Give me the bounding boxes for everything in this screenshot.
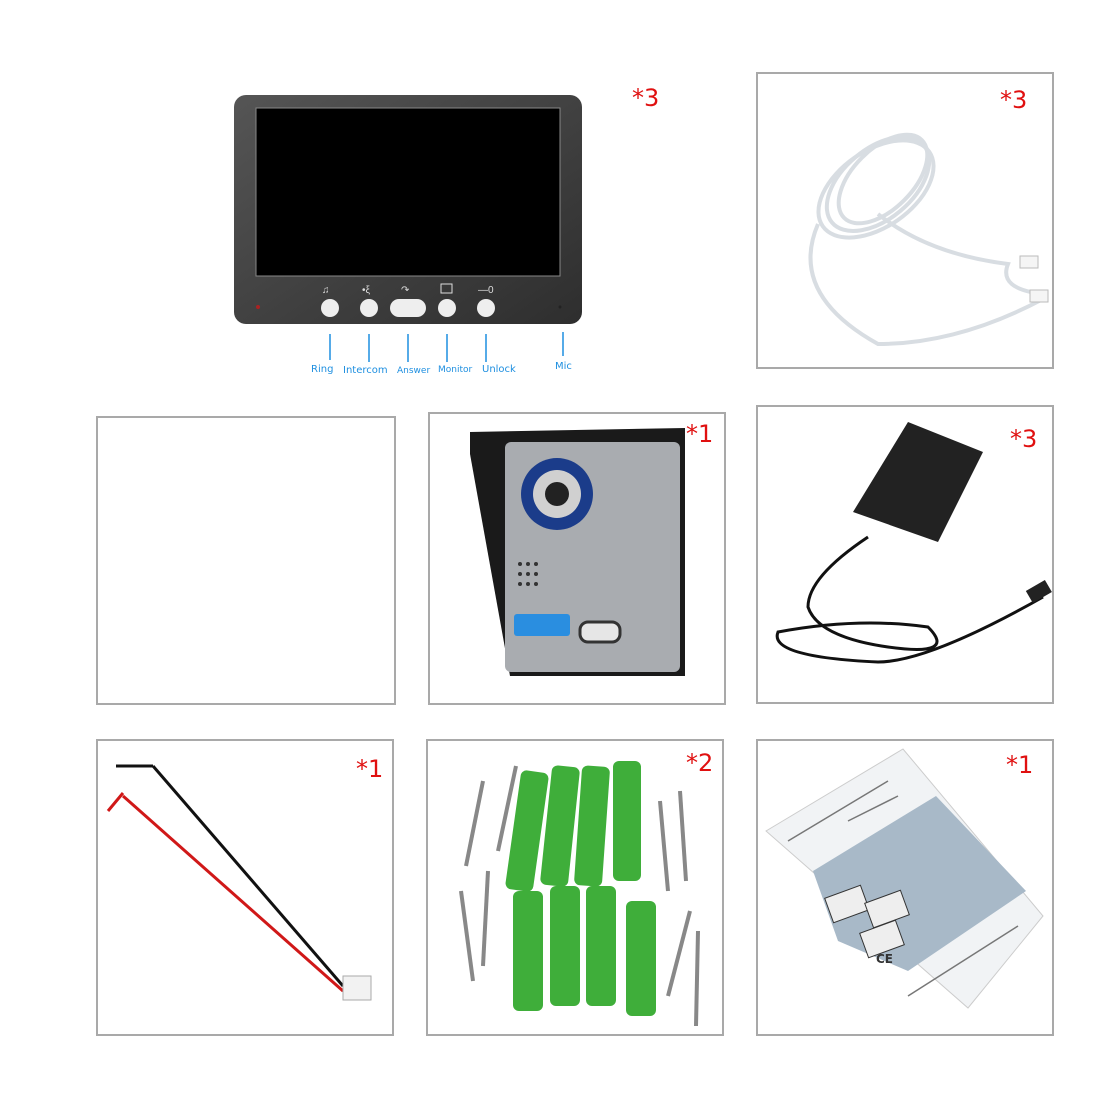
label-mic: Mic [555,361,572,372]
quantity-label: *1 [686,420,714,448]
door-camera-item: *1 [428,412,726,705]
quantity-label: *2 [686,749,714,777]
manual-image: CE [765,748,1044,1009]
label-monitor: Monitor [438,365,473,375]
screws-image [459,761,700,1027]
screws-item: *2 [426,739,724,1036]
quantity-label: *3 [632,84,660,112]
label-unlock: Unlock [482,364,516,375]
svg-text:—0: —0 [478,285,494,296]
power-adapter-image [775,422,1052,664]
label-ring: Ring [311,364,334,375]
label-answer: Answer [397,366,431,376]
power-wire-item: *1 [96,739,394,1036]
manual-item: CE *1 [756,739,1054,1036]
power-adapter-item: *3 [756,405,1054,704]
label-intercom: Intercom [343,365,388,376]
quantity-label: *1 [1006,751,1034,779]
door-camera-image [470,428,685,676]
svg-text:•ξ: •ξ [362,285,371,296]
quantity-label: *3 [1000,86,1028,114]
monitor-item: ♫ •ξ ↷ —0 Ring Intercom Answer Monitor Unlo… [0,0,700,400]
cable-image [808,132,1049,347]
quantity-label: *3 [1010,425,1038,453]
monitor-image: ♫ •ξ ↷ —0 [234,95,582,362]
ce-mark: CE [876,952,893,966]
cable-item: *3 [756,72,1054,369]
svg-text:↷: ↷ [401,285,410,296]
svg-text:♫: ♫ [322,285,330,296]
empty-cell [96,416,396,705]
quantity-label: *1 [356,755,384,783]
power-wire-image [106,764,372,1001]
